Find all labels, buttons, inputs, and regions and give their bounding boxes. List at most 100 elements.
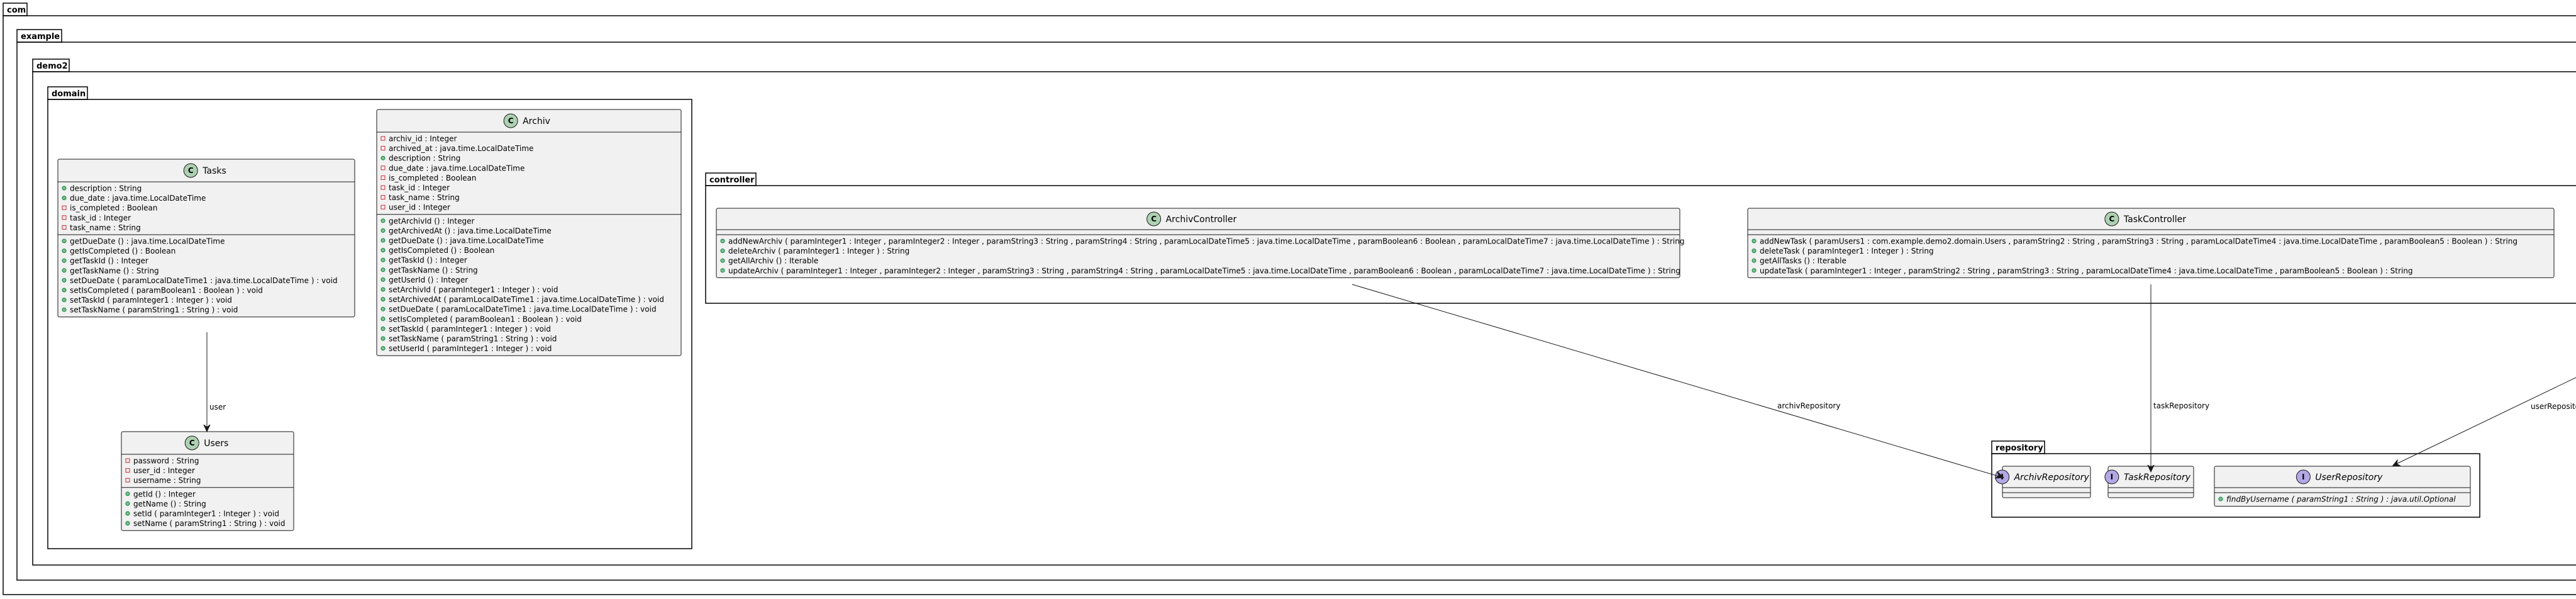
class-method: findByUsername ( paramString1 : String )… [2226, 495, 2456, 504]
relation-taskcontroller-taskrepository-arrowhead [2147, 464, 2155, 473]
relation-usercontroller-userrepository: userRepositor [2391, 377, 2576, 467]
class-method: setDueDate ( paramLocalDateTime1 : java.… [389, 305, 657, 314]
badge-letter: C [189, 439, 195, 447]
relation-archivcontroller-archivrepository: archivRepository [1352, 284, 2005, 479]
public-visibility-icon [62, 288, 67, 293]
class-method: getId () : Integer [133, 490, 196, 498]
class-badge-icon [1146, 211, 1162, 227]
class-field: due_date : java.time.LocalDateTime [389, 164, 525, 172]
public-visibility-icon [2218, 496, 2223, 501]
interface-archiv-repository: IArchivRepository [1995, 466, 2091, 498]
relation-taskcontroller-taskrepository: taskRepository [2147, 284, 2209, 473]
class-method: getAllArchiv () : Iterable [728, 257, 818, 266]
class-method: setArchivedAt ( paramLocalDateTime1 : ja… [389, 295, 664, 304]
public-visibility-icon [62, 298, 67, 303]
package-domain-frame [47, 99, 692, 549]
class-method: getAllTasks () : Iterable [1760, 257, 1846, 266]
class-method: setUserId ( paramInteger1 : Integer ) : … [389, 344, 552, 353]
class-field: username : String [133, 476, 201, 485]
class-field: is_completed : Boolean [389, 174, 477, 182]
private-visibility-icon [62, 205, 67, 210]
public-visibility-icon [62, 277, 67, 283]
private-visibility-icon [380, 185, 386, 190]
class-badge-icon [183, 163, 198, 178]
tasks-box [57, 159, 355, 318]
badge-letter: I [2302, 473, 2304, 481]
class-method: getDueDate () : java.time.LocalDateTime [389, 237, 544, 245]
public-visibility-icon [62, 307, 67, 312]
public-visibility-icon [62, 258, 67, 263]
archiv-repository-name: ArchivRepository [2014, 473, 2090, 483]
class-field: archived_at : java.time.LocalDateTime [389, 144, 533, 153]
class-badge-icon [503, 113, 518, 128]
relation-archivcontroller-archivrepository-line [1352, 284, 1999, 477]
package-example-frame [16, 42, 2576, 581]
class-method: getIsCompleted () : Boolean [70, 247, 175, 255]
relation-usercontroller-userrepository-line [2396, 377, 2576, 464]
public-visibility-icon [62, 238, 67, 244]
package-com: com [3, 3, 2576, 595]
private-visibility-icon [125, 458, 130, 463]
class-field: task_id : Integer [389, 184, 450, 193]
class-layer: C Tasks description : String due_date : jav… [57, 109, 2555, 531]
archiv-name: Archiv [523, 116, 550, 126]
relation-label-userrepository: userRepositor [2531, 402, 2576, 411]
class-method: setDueDate ( paramLocalDateTime1 : java.… [70, 276, 338, 285]
public-visibility-icon [380, 248, 386, 253]
class-field: archiv_id : Integer [389, 135, 457, 143]
class-method: getIsCompleted () : Boolean [389, 246, 494, 255]
interface-badge-icon [2104, 469, 2119, 484]
package-controller-label: controller [709, 176, 755, 185]
task-repository-name: TaskRepository [2124, 473, 2191, 483]
class-method: getTaskId () : Integer [389, 256, 467, 265]
public-visibility-icon [62, 268, 67, 273]
users-box [121, 431, 294, 531]
class-method: deleteTask ( paramInteger1 : Integer ) :… [1760, 247, 1934, 255]
class-field: description : String [70, 184, 142, 193]
public-visibility-icon [380, 257, 386, 262]
package-demo2-label: demo2 [36, 62, 68, 71]
badge-letter: C [508, 116, 514, 125]
class-method: setTaskName ( paramString1 : String ) : … [389, 335, 557, 344]
private-visibility-icon [62, 215, 67, 220]
relation-label-taskrepository: taskRepository [2153, 401, 2209, 410]
private-visibility-icon [380, 175, 386, 180]
public-visibility-icon [720, 268, 725, 273]
user-repository-name: UserRepository [2315, 473, 2383, 483]
class-method: setTaskId ( paramInteger1 : Integer ) : … [70, 296, 232, 305]
class-method: addNewTask ( paramUsers1 : com.example.d… [1760, 237, 2518, 246]
public-visibility-icon [380, 297, 386, 302]
class-method: getTaskName () : String [70, 266, 159, 275]
public-visibility-icon [62, 249, 67, 254]
public-visibility-icon [1752, 258, 1757, 263]
class-method: setName ( paramString1 : String ) : void [133, 519, 286, 528]
public-visibility-icon [720, 258, 725, 263]
public-visibility-icon [380, 238, 386, 243]
package-repository: repository [1991, 440, 2480, 518]
users-name: Users [204, 439, 228, 449]
task-controller-box [1747, 208, 2555, 278]
class-field: password : String [133, 457, 199, 466]
private-visibility-icon [125, 468, 130, 473]
badge-letter: C [1151, 215, 1157, 223]
public-visibility-icon [125, 491, 130, 496]
private-visibility-icon [380, 195, 386, 200]
public-visibility-icon [125, 521, 130, 526]
class-method: setTaskName ( paramString1 : String ) : … [70, 306, 238, 315]
badge-letter: C [188, 166, 194, 175]
public-visibility-icon [62, 186, 67, 191]
tasks-name: Tasks [202, 166, 226, 176]
class-field: task_name : String [389, 193, 460, 202]
class-method: setArchivId ( paramInteger1 : Integer ) … [389, 286, 558, 294]
relation-tasks-users: user [203, 332, 226, 433]
public-visibility-icon [380, 287, 386, 292]
private-visibility-icon [380, 136, 386, 141]
package-demo2: demo2 [32, 59, 2576, 566]
archiv-controller-box [716, 208, 1680, 278]
